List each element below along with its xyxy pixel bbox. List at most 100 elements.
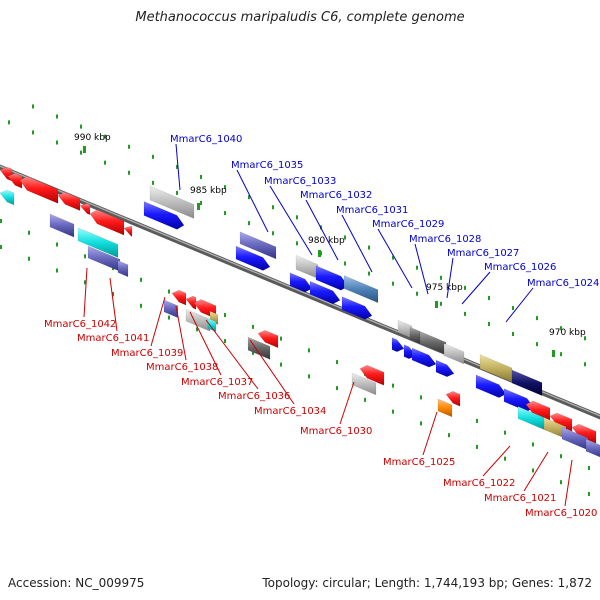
gene-feature xyxy=(295,254,319,279)
tick-mark xyxy=(464,285,466,290)
gene-feature xyxy=(419,331,447,355)
forward-gene-label: MmarC6_1024 xyxy=(527,278,599,289)
gene-feature xyxy=(163,299,179,319)
reverse-gene-label: MmarC6_1039 xyxy=(111,348,183,359)
tick-mark xyxy=(560,480,562,485)
tick-mark-major xyxy=(318,250,321,257)
tick-mark xyxy=(140,303,142,308)
leader-line xyxy=(341,214,373,273)
tick-mark xyxy=(344,235,346,240)
gene-feature xyxy=(351,372,377,396)
tick-mark xyxy=(56,242,58,247)
tick-mark xyxy=(168,289,170,294)
leader-line xyxy=(523,451,549,492)
genome-summary: Topology: circular; Length: 1,744,193 bp… xyxy=(262,576,592,590)
tick-mark xyxy=(448,433,450,438)
tick-mark xyxy=(128,144,130,149)
gene-feature xyxy=(77,227,119,258)
tick-mark xyxy=(420,395,422,400)
tick-mark xyxy=(560,454,562,459)
gene-feature xyxy=(123,225,133,237)
tick-mark xyxy=(0,245,2,249)
forward-gene-label: MmarC6_1028 xyxy=(409,234,481,245)
tick-mark xyxy=(588,465,590,470)
forward-gene-label: MmarC6_1035 xyxy=(231,160,303,171)
tick-mark xyxy=(200,201,202,205)
tick-mark xyxy=(84,254,86,259)
tick-mark xyxy=(32,104,34,109)
leader-line xyxy=(205,319,259,390)
gene-feature xyxy=(435,359,455,378)
gene-feature xyxy=(411,347,437,368)
tick-mark xyxy=(84,280,86,285)
tick-mark xyxy=(584,336,586,341)
tick-mark xyxy=(488,295,490,300)
gene-feature xyxy=(7,173,23,189)
tick-mark xyxy=(248,221,250,226)
kbp-label: 990 kbp xyxy=(74,133,111,143)
gene-feature xyxy=(309,280,341,305)
tick-mark xyxy=(308,348,310,353)
reverse-gene-label: MmarC6_1021 xyxy=(484,493,556,504)
tick-mark xyxy=(224,339,226,344)
gene-feature xyxy=(235,245,271,271)
tick-mark xyxy=(56,268,58,273)
tick-mark xyxy=(440,275,442,280)
leader-line xyxy=(109,277,118,332)
tick-mark xyxy=(80,124,82,129)
tick-mark xyxy=(272,231,274,236)
gene-feature xyxy=(0,189,15,206)
gene-feature xyxy=(143,201,185,230)
leader-line xyxy=(564,459,573,507)
tick-mark xyxy=(176,190,178,195)
tick-mark xyxy=(80,150,82,155)
gene-feature xyxy=(479,354,513,383)
tick-mark xyxy=(392,255,394,260)
tick-mark xyxy=(512,332,514,337)
gene-feature xyxy=(57,192,81,211)
gene-feature xyxy=(289,272,313,293)
leader-line xyxy=(83,267,88,318)
gene-feature xyxy=(19,176,59,204)
tick-mark xyxy=(0,219,2,223)
leader-line xyxy=(189,311,222,376)
genome-backbone xyxy=(0,164,600,420)
tick-mark xyxy=(476,444,478,449)
kbp-label: 985 kbp xyxy=(190,186,227,196)
leader-line xyxy=(150,296,166,347)
tick-mark xyxy=(392,383,394,388)
leader-line xyxy=(339,381,355,425)
gene-feature xyxy=(239,231,277,260)
gene-feature xyxy=(391,337,405,353)
tick-mark xyxy=(504,456,506,461)
leader-line xyxy=(236,169,269,233)
tick-mark xyxy=(32,130,34,135)
kbp-label: 975 kbp xyxy=(426,283,463,293)
tick-mark xyxy=(252,350,254,355)
reverse-gene-label: MmarC6_1025 xyxy=(383,457,455,468)
tick-mark xyxy=(392,409,394,414)
tick-mark xyxy=(152,180,154,185)
tick-mark xyxy=(176,164,178,169)
kbp-label: 970 kbp xyxy=(549,328,586,338)
leader-line xyxy=(249,339,295,405)
forward-gene-label: MmarC6_1031 xyxy=(336,205,408,216)
tick-mark xyxy=(504,430,506,435)
gene-feature xyxy=(445,390,461,407)
tick-mark xyxy=(560,352,562,357)
leader-line xyxy=(461,271,491,305)
gene-feature xyxy=(585,438,600,458)
tick-mark-major xyxy=(83,146,86,153)
leader-line xyxy=(482,445,511,477)
gene-feature xyxy=(171,289,187,306)
leader-line xyxy=(446,257,454,299)
reverse-gene-label: MmarC6_1022 xyxy=(443,478,515,489)
tick-mark xyxy=(336,386,338,391)
tick-mark xyxy=(308,374,310,379)
reverse-gene-label: MmarC6_1020 xyxy=(525,508,597,519)
gene-feature xyxy=(79,203,91,216)
tick-mark xyxy=(364,397,366,402)
leader-line xyxy=(305,199,339,261)
tick-mark xyxy=(28,230,30,235)
tick-mark xyxy=(112,292,114,297)
